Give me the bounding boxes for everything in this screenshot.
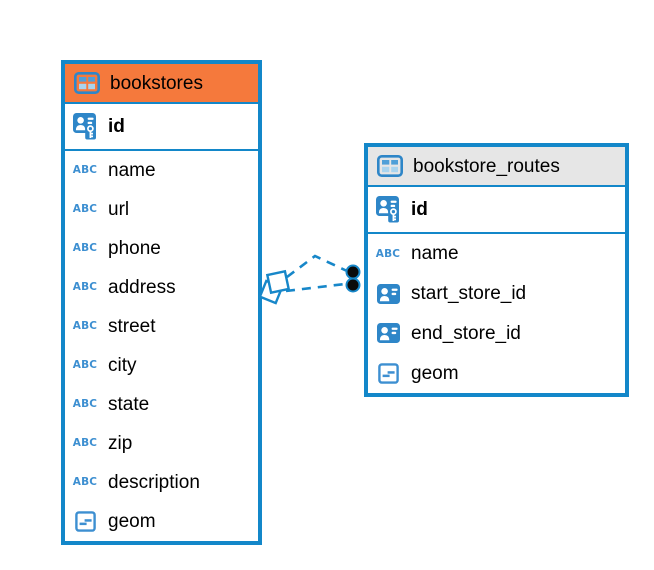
column-name: start_store_id [411,283,527,305]
column-name: end_store_id [411,322,521,344]
column-row-geom[interactable]: geom [368,353,625,393]
one-end-dot-marker [345,264,361,280]
relationship-line-start-store[interactable] [286,254,348,279]
column-name: street [108,316,156,337]
text-icon: ABC [72,320,98,333]
column-name: id [108,116,125,137]
text-icon: ABC [72,242,98,255]
column-row-url[interactable]: ABC url [65,190,258,229]
reference-icon [374,323,402,344]
text-icon: ABC [72,398,98,411]
text-icon: ABC [72,281,98,294]
column-row-name[interactable]: ABC name [65,151,258,190]
geometry-icon [71,511,99,532]
column-name: city [108,355,137,376]
column-row-geom[interactable]: geom [65,502,258,541]
column-name: url [108,199,130,220]
column-row-city[interactable]: ABC city [65,346,258,385]
text-icon: ABC [72,476,98,489]
column-name: geom [411,362,459,384]
table-icon [376,155,404,177]
column-row-start_store_id[interactable]: start_store_id [368,274,625,314]
column-name: name [411,243,459,265]
column-name: name [108,160,156,181]
column-row-zip[interactable]: ABC zip [65,424,258,463]
geometry-icon [374,362,402,384]
column-name: id [411,199,428,220]
one-end-dot-marker [345,277,361,293]
column-row-description[interactable]: ABC description [65,463,258,502]
primary-key-icon [71,113,99,140]
text-icon: ABC [375,247,401,260]
text-icon: ABC [72,437,98,450]
column-name: phone [108,238,161,259]
column-name: state [108,394,150,415]
table-header[interactable]: bookstores [65,64,258,104]
column-row-id[interactable]: id [368,187,625,234]
relationship-line-end-store[interactable] [285,282,346,293]
relationship-connector [258,254,361,305]
column-row-address[interactable]: ABC address [65,268,258,307]
column-row-end_store_id[interactable]: end_store_id [368,314,625,354]
many-end-diamond-marker [265,269,291,295]
column-name: description [108,472,200,493]
column-row-name[interactable]: ABC name [368,234,625,274]
table-icon [73,72,101,94]
column-row-phone[interactable]: ABC phone [65,229,258,268]
reference-icon [374,283,402,304]
text-icon: ABC [72,359,98,372]
column-name: address [108,277,176,298]
primary-key-icon [374,196,402,223]
table-title: bookstores [110,72,203,94]
column-name: zip [108,433,133,454]
column-row-id[interactable]: id [65,104,258,151]
column-name: geom [108,511,156,532]
text-icon: ABC [72,164,98,177]
column-row-street[interactable]: ABC street [65,307,258,346]
table-header[interactable]: bookstore_routes [368,147,625,187]
column-row-state[interactable]: ABC state [65,385,258,424]
table-title: bookstore_routes [413,155,560,177]
text-icon: ABC [72,203,98,216]
